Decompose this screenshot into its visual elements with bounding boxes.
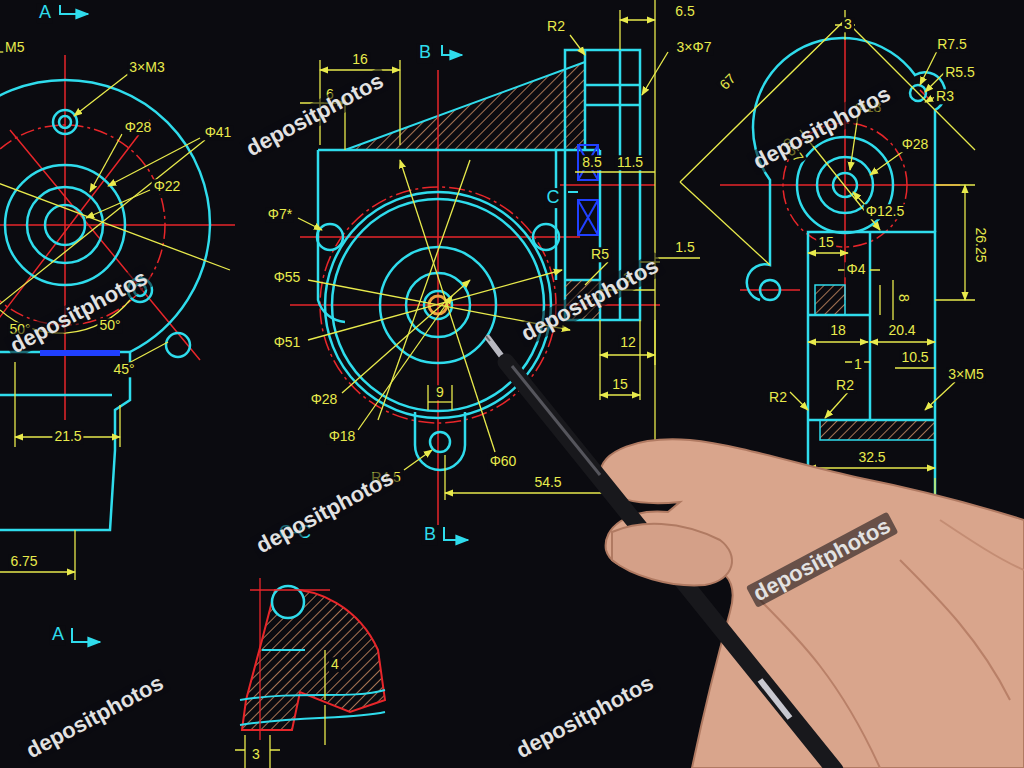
dimension-label: 1.5 [673,240,696,255]
dimension-label: R2 [545,19,567,34]
watermark: depositphotos [249,464,401,560]
dimension-label: Φ4 [845,262,868,277]
hand-with-pen [486,336,1024,768]
watermark: depositphotos [509,669,661,765]
dimension-label: 20.4 [886,323,917,338]
dimension-label: 4 [329,657,341,672]
watermark: depositphotos [239,67,391,163]
dimension-label: 45° [111,362,136,377]
watermark: depositphotos [514,252,666,348]
dimension-label: Φ60 [488,454,519,469]
dimension-label: R2 [767,390,789,405]
dimension-label: Φ41 [203,125,234,140]
dimension-label: 3×Φ7 [675,40,714,55]
dimension-label: 8 [895,292,910,304]
dimension-label: 16 [350,52,370,67]
dimension-label: 6.75 [8,554,39,569]
watermark: depositphotos [19,669,171,765]
watermark: depositphotos [746,80,898,176]
dimension-label: Φ18 [327,429,358,444]
dimension-label: Φ55 [272,270,303,285]
watermark: depositphotos [3,264,155,360]
dimension-label: R5.5 [943,65,977,80]
dimension-label: R2 [834,378,856,393]
dimension-label: 18 [828,323,848,338]
dimension-label: Φ7* [266,207,294,222]
dimension-label: M5 [3,40,26,55]
dimension-label: 6.5 [673,4,696,19]
section-label: B [422,525,438,545]
dimension-label: Φ28 [309,392,340,407]
dimension-label: 26.25 [972,225,987,264]
dimension-label: Φ51 [272,335,303,350]
dimension-label: 15 [816,235,836,250]
dimension-label: 11.5 [615,155,645,170]
dimension-label: Φ28 [123,120,154,135]
section-label: A [50,625,66,645]
dimension-label: 54.5 [532,475,563,490]
dimension-label: 3×M3 [127,60,166,75]
dimension-label: Φ28 [900,137,931,152]
dimension-label: 67 [716,70,741,95]
section-label: B [417,43,433,63]
side-view [680,10,975,500]
dimension-label: 1 [852,357,864,372]
dimension-label: 9 [434,385,446,400]
dimension-label: 12 [618,335,638,350]
section-view [235,578,385,768]
dimension-label: 10.5 [899,350,930,365]
dimension-label: 32.5 [856,450,887,465]
dimension-label: 50° [97,318,122,333]
dimension-label: R5 [589,247,611,262]
dimension-label: 3×M5 [946,367,985,382]
dimension-label: 3 [250,747,262,762]
dimension-label: 21.5 [52,429,83,444]
dimension-label: R7.5 [935,37,969,52]
dimension-label: Φ12.5 [864,204,906,219]
dimension-label: R3 [934,89,956,104]
dimension-label: Φ22 [152,179,183,194]
left-view [0,5,235,642]
watermark: depositphotos [746,512,898,608]
section-label: C [545,188,562,208]
dimension-label: 15 [610,377,630,392]
dimension-label: 8.5 [580,155,603,170]
dimension-label: 3 [842,17,854,32]
section-label: A [37,3,53,23]
